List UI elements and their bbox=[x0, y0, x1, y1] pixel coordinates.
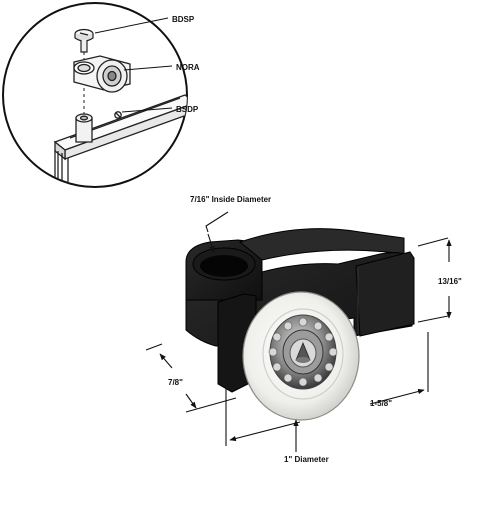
dim-depth-ext-bottom bbox=[185, 397, 237, 413]
right-block bbox=[355, 251, 415, 337]
dim-depth-ext-top bbox=[145, 343, 163, 351]
post-drawing bbox=[75, 113, 93, 143]
label-nora: NORA bbox=[176, 63, 200, 72]
dim-length-arrow-left bbox=[229, 421, 301, 442]
dim-depth-arrow-bottom bbox=[185, 393, 197, 409]
dimension-lines bbox=[145, 211, 452, 452]
collar-hole bbox=[200, 255, 248, 277]
arc-plate bbox=[238, 228, 405, 261]
dim-height-ext-top bbox=[417, 237, 449, 247]
roller-wheel bbox=[242, 291, 360, 421]
dim-inside-diameter-leader bbox=[205, 211, 229, 233]
label-height: 13/16" bbox=[438, 277, 462, 286]
dim-length-arrow-right bbox=[369, 388, 425, 405]
dim-height-ext-bottom bbox=[417, 315, 449, 323]
label-depth: 7/8" bbox=[168, 378, 183, 387]
label-bdsp: BDSP bbox=[172, 15, 195, 24]
dim-depth-arrow-top bbox=[159, 353, 173, 369]
label-wheel-diameter: 1" Diameter bbox=[284, 455, 329, 464]
leader-bsdp bbox=[121, 107, 173, 113]
bearing-balls bbox=[268, 317, 338, 387]
inset-frame bbox=[2, 2, 188, 188]
roller-drawing bbox=[73, 55, 131, 93]
label-inside-diameter: 7/16" Inside Diameter bbox=[190, 195, 271, 204]
inset-detail bbox=[2, 2, 188, 188]
label-length: 1-5/8" bbox=[370, 399, 392, 408]
leader-bdsp bbox=[94, 17, 169, 34]
label-bsdp: BSDP bbox=[176, 105, 199, 114]
screw-drawing bbox=[74, 28, 94, 53]
leader-nora bbox=[123, 65, 173, 71]
